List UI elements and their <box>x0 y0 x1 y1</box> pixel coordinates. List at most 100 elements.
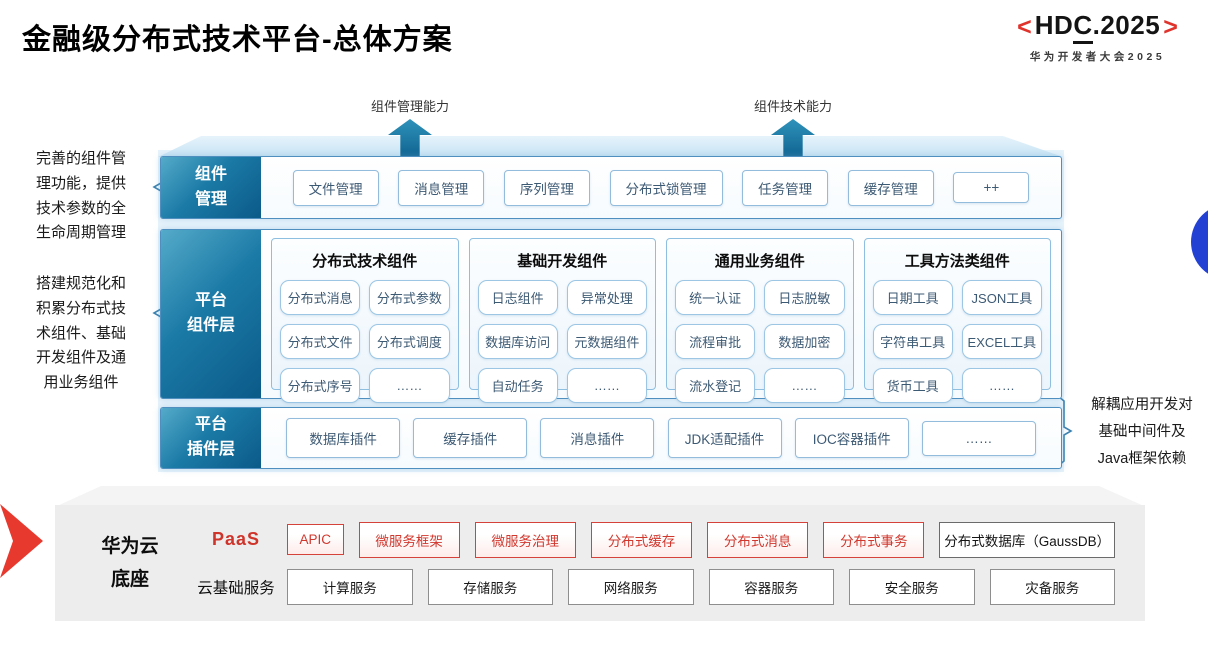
paas-label: PaaS <box>211 529 261 549</box>
component-chip: 货币工具 <box>872 368 953 403</box>
foundation-top-face <box>57 486 1144 506</box>
column-common-business: 通用业务组件 统一认证日志脱敏流程审批数据加密流水登记…… <box>666 238 854 403</box>
column-header: 基础开发组件 <box>517 253 608 270</box>
component-chip: 统一认证 <box>675 280 756 315</box>
paas-row: PaaS APIC 微服务框架 微服务治理 分布式缓存 分布式消息 分布式事务 … <box>185 521 1115 558</box>
page-title: 金融级分布式技术平台-总体方案 <box>22 24 453 56</box>
component-chip: …… <box>764 368 845 403</box>
paas-chip: 分布式缓存 <box>590 521 693 558</box>
component-chip: 数据库访问 <box>477 324 558 359</box>
column-items: 统一认证日志脱敏流程审批数据加密流水登记…… <box>675 280 845 403</box>
plugin-chip: …… <box>921 420 1036 456</box>
paas-chip: APIC <box>287 524 344 555</box>
component-chip: EXCEL工具 <box>961 324 1042 359</box>
component-chip: 自动任务 <box>477 368 558 403</box>
component-chip: 数据加密 <box>764 324 845 359</box>
logo-subtitle: 华为开发者大会2025 <box>1029 51 1166 63</box>
management-chip: 任务管理 <box>742 169 829 206</box>
slab-top-face <box>158 136 1063 157</box>
foundation-rows: PaaS APIC 微服务框架 微服务治理 分布式缓存 分布式消息 分布式事务 … <box>185 521 1145 605</box>
paas-chip: 微服务框架 <box>358 521 460 558</box>
up-arrow-icon <box>771 119 815 157</box>
logo-hd: HD <box>1034 10 1074 40</box>
component-chip: 流程审批 <box>675 324 756 359</box>
row-label-platform-plugins: 平台 插件层 <box>161 408 261 468</box>
row-platform-components: 平台 组件层 分布式技术组件 分布式消息分布式参数分布式文件分布式调度分布式序号… <box>160 229 1062 403</box>
component-chip: …… <box>566 368 647 403</box>
component-chip: 日期工具 <box>872 280 953 315</box>
red-arrow-icon <box>0 504 43 578</box>
blue-circle-decoration <box>1191 210 1208 274</box>
column-header: 工具方法类组件 <box>904 253 1010 270</box>
cloud-service-chip: 容器服务 <box>708 568 834 605</box>
logo-close-bracket: > <box>1163 12 1178 41</box>
foundation-label: 华为云 底座 <box>101 535 159 590</box>
management-chip: 缓存管理 <box>847 169 934 206</box>
note-decoupling: 解耦应用开发对 基础中间件及 Java框架依赖 <box>1091 397 1193 467</box>
platform-component-columns: 分布式技术组件 分布式消息分布式参数分布式文件分布式调度分布式序号…… 基础开发… <box>261 230 1061 403</box>
capability-management-label: 组件管理能力 <box>370 99 449 114</box>
plugin-chip: JDK适配插件 <box>667 418 782 458</box>
management-chip: 消息管理 <box>398 169 485 206</box>
row-label-component-management: 组件 管理 <box>161 157 261 218</box>
capability-management: 组件管理能力 <box>345 96 475 157</box>
cloud-service-chip: 计算服务 <box>287 568 413 605</box>
component-management-items: 文件管理消息管理序列管理分布式锁管理任务管理缓存管理 ++ <box>261 157 1061 218</box>
cloud-base-row: 云基础服务 计算服务存储服务网络服务容器服务安全服务灾备服务 <box>185 568 1115 605</box>
management-chip: 文件管理 <box>292 169 379 206</box>
row-component-management: 组件 管理 文件管理消息管理序列管理分布式锁管理任务管理缓存管理 ++ <box>160 156 1062 219</box>
component-chip: 日志组件 <box>477 280 558 315</box>
component-chip: JSON工具 <box>961 280 1042 315</box>
component-chip: …… <box>369 368 450 403</box>
plugin-chip: 数据库插件 <box>286 418 401 458</box>
plugin-chip: IOC容器插件 <box>794 418 909 458</box>
capability-technical: 组件技术能力 <box>728 96 858 157</box>
up-arrow-icon <box>388 119 432 157</box>
huawei-cloud-foundation: 华为云 底座 PaaS APIC 微服务框架 微服务治理 分布式缓存 分布式消息… <box>55 505 1145 621</box>
column-header: 分布式技术组件 <box>312 253 418 270</box>
paas-chip: 分布式事务 <box>823 521 925 558</box>
cloud-service-chip: 存储服务 <box>427 568 553 605</box>
paas-chip: 分布式消息 <box>707 521 809 558</box>
logo-c-underlined: C <box>1073 10 1093 44</box>
cloud-service-chip: 灾备服务 <box>989 568 1115 605</box>
capability-technical-label: 组件技术能力 <box>753 99 832 114</box>
logo-open-bracket: < <box>1017 12 1032 41</box>
management-chip: 分布式锁管理 <box>609 169 723 206</box>
component-chip: 元数据组件 <box>566 324 647 359</box>
row-label-platform-components: 平台 组件层 <box>161 230 261 398</box>
column-items: 日志组件异常处理数据库访问元数据组件自动任务…… <box>477 280 647 403</box>
management-chip: ++ <box>953 172 1030 203</box>
component-chip: 字符串工具 <box>872 324 953 359</box>
bracket-right-row3-icon <box>1057 395 1073 467</box>
component-chip: 分布式序号 <box>280 368 361 403</box>
management-chip: 序列管理 <box>503 169 590 206</box>
column-items: 分布式消息分布式参数分布式文件分布式调度分布式序号…… <box>280 280 450 403</box>
cloud-service-chip: 安全服务 <box>849 568 975 605</box>
gaussdb-chip: 分布式数据库（GaussDB） <box>939 521 1115 558</box>
paas-items: APIC 微服务框架 微服务治理 分布式缓存 分布式消息 分布式事务 分布式数据… <box>287 521 1115 558</box>
paas-chip: 微服务治理 <box>474 521 576 558</box>
cloud-base-items: 计算服务存储服务网络服务容器服务安全服务灾备服务 <box>287 568 1115 605</box>
plugin-chip: 消息插件 <box>540 418 655 458</box>
component-chip: 分布式文件 <box>280 324 361 359</box>
cloud-service-chip: 网络服务 <box>568 568 694 605</box>
component-chip: 分布式消息 <box>280 280 361 315</box>
logo-year: .2025 <box>1092 10 1161 40</box>
component-chip: …… <box>961 368 1042 403</box>
component-chip: 日志脱敏 <box>764 280 845 315</box>
note-component-library: 搭建规范化和 积累分布式技 术组件、基础 开发组件及通 用业务组件 <box>35 275 126 391</box>
column-header: 通用业务组件 <box>714 253 805 270</box>
component-chip: 异常处理 <box>566 280 647 315</box>
component-chip: 分布式调度 <box>369 324 450 359</box>
column-distributed-tech: 分布式技术组件 分布式消息分布式参数分布式文件分布式调度分布式序号…… <box>271 238 459 403</box>
cloud-base-label: 云基础服务 <box>197 579 275 597</box>
